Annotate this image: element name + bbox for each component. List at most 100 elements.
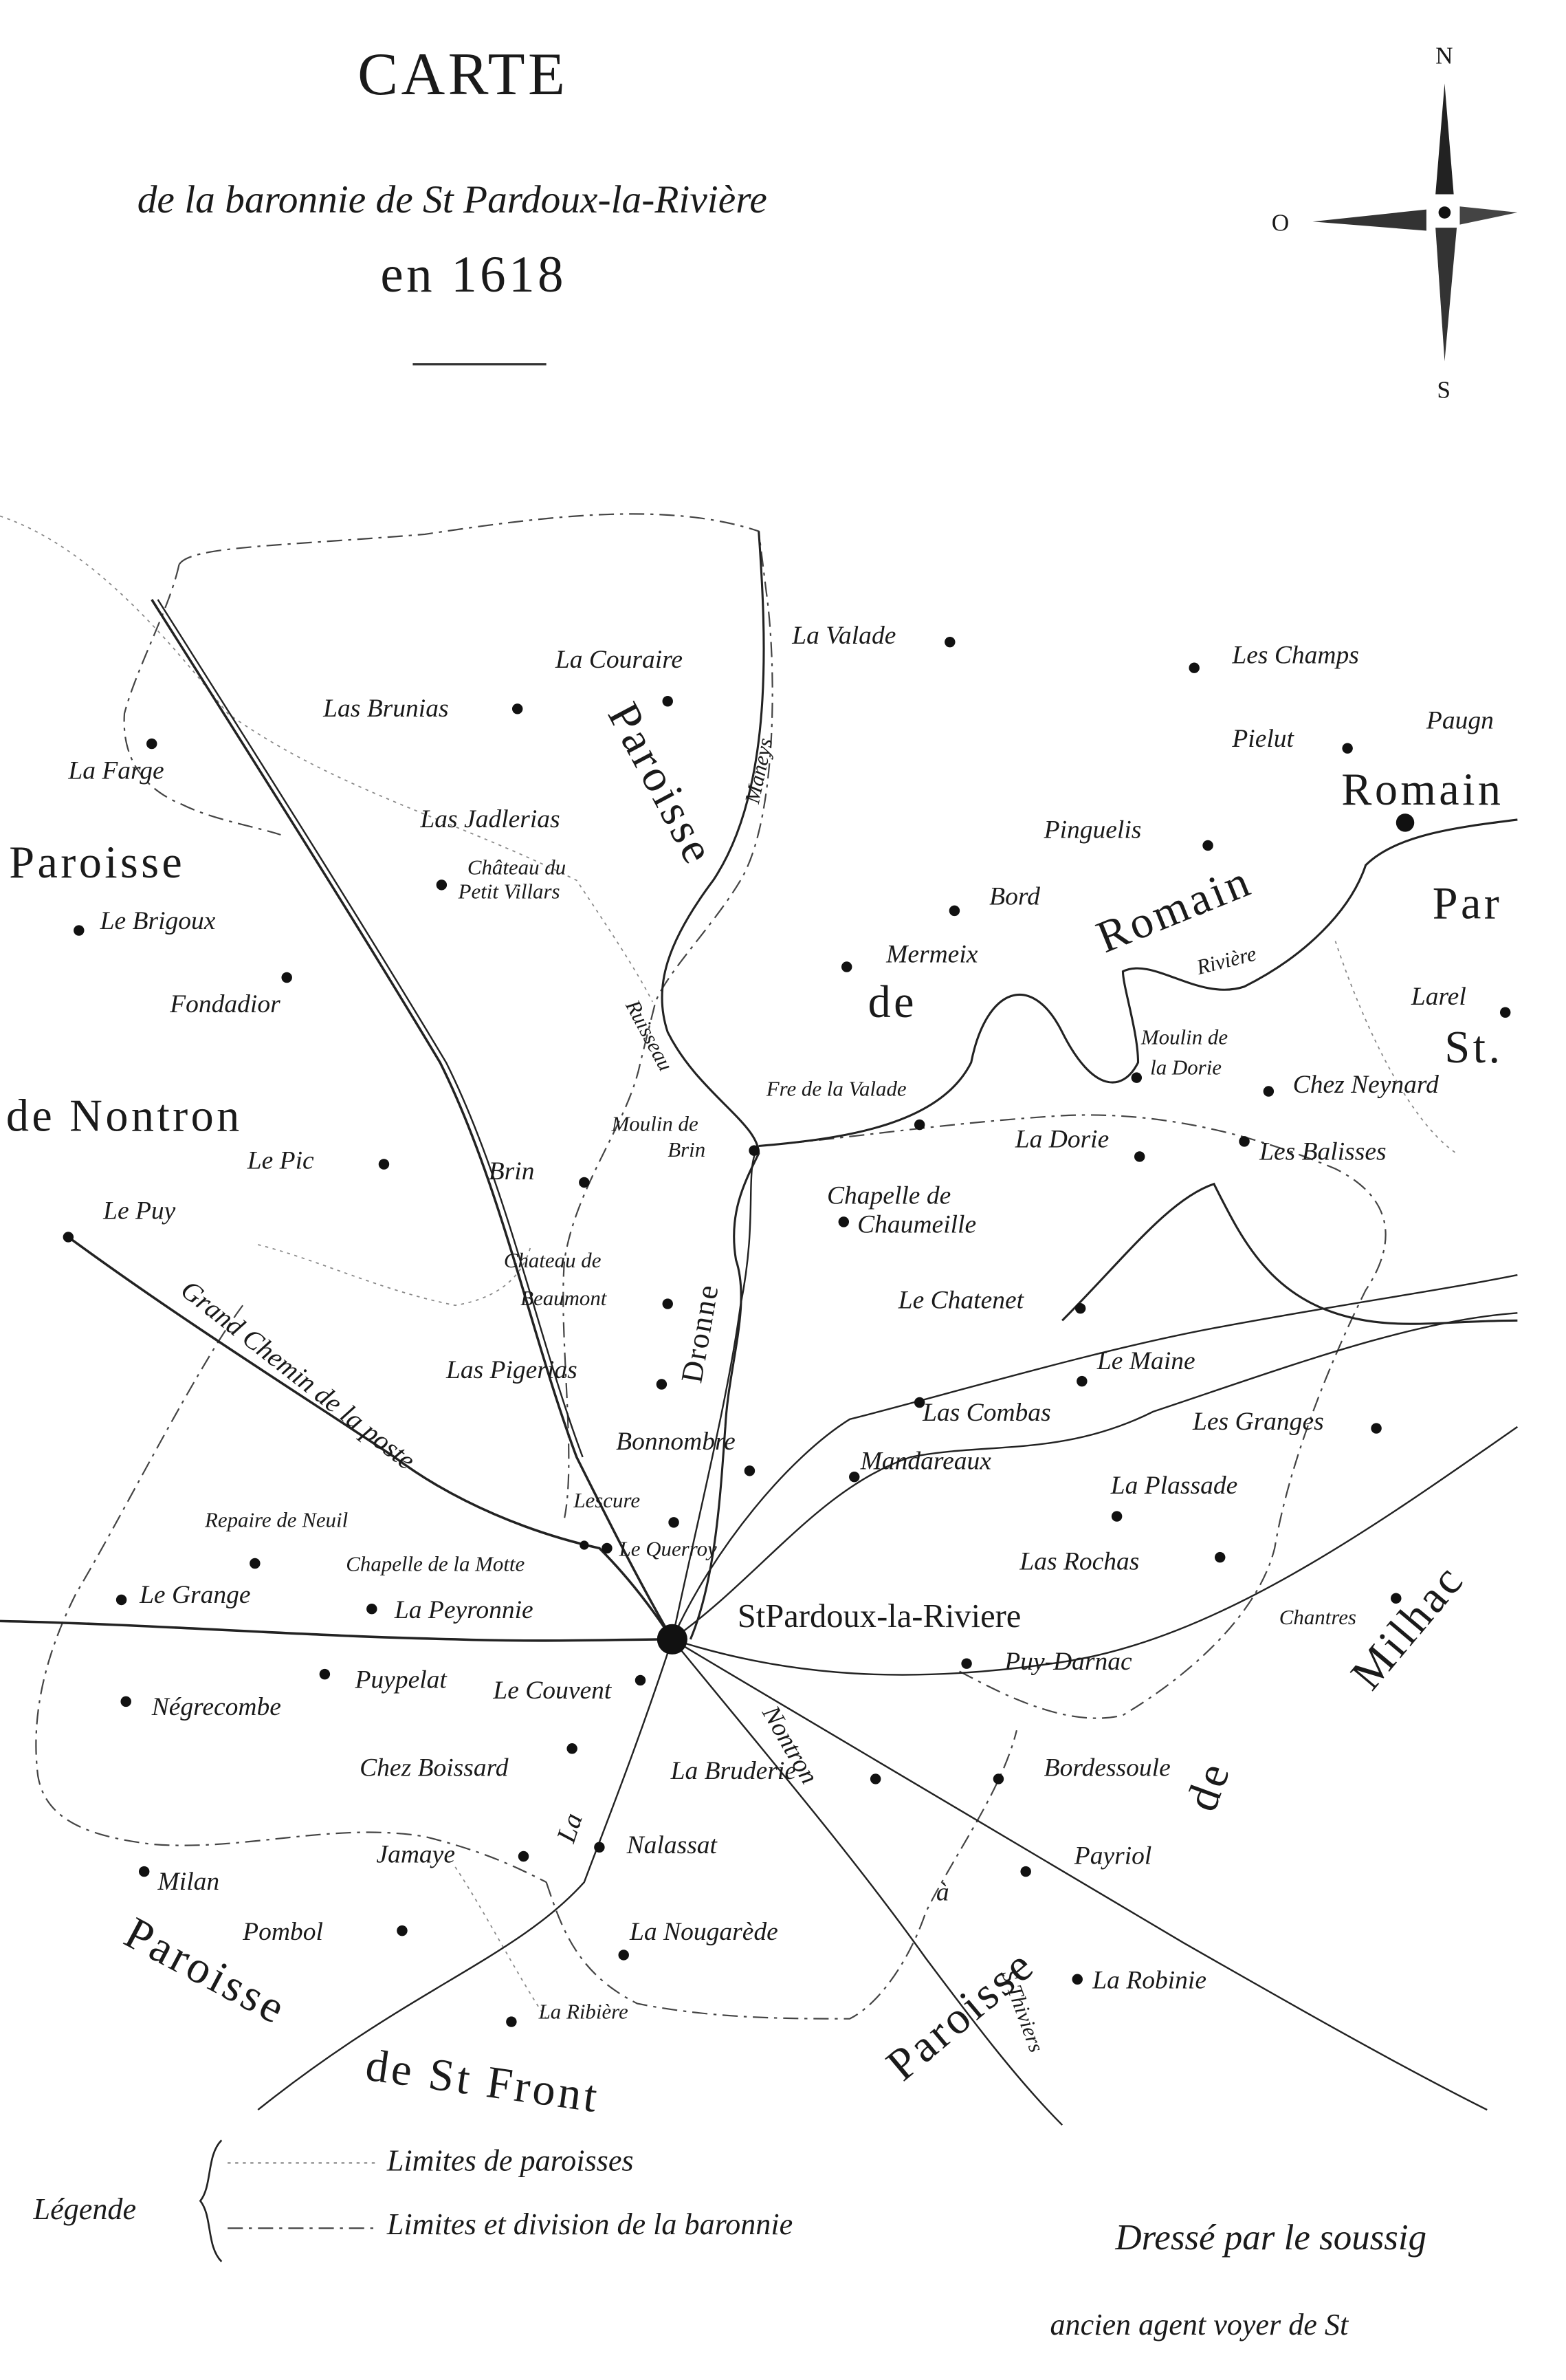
parish-romain-1: Paroisse [598, 695, 725, 873]
svg-text:Bordessoule: Bordessoule [1044, 1754, 1171, 1782]
maneys-label: Maneys [740, 736, 777, 806]
svg-text:Le Couvent: Le Couvent [492, 1677, 612, 1705]
parish-milhac-2: de [1176, 1754, 1240, 1817]
map-year: en 1618 [380, 246, 566, 303]
svg-text:Chateau de: Chateau de [504, 1248, 602, 1272]
svg-text:Brin: Brin [668, 1137, 705, 1161]
road-southwest [257, 1639, 674, 2111]
grand-chemin-poste [67, 1236, 674, 1640]
place-markers: La Valade Les Champs La Couraire Las Bru… [63, 622, 1511, 2027]
svg-text:Fondadior: Fondadior [169, 990, 280, 1018]
svg-text:Pielut: Pielut [1231, 725, 1294, 753]
svg-text:Pinguelis: Pinguelis [1044, 816, 1142, 844]
svg-text:La Peyronnie: La Peyronnie [394, 1596, 533, 1624]
river-romain [758, 818, 1518, 1148]
a-label: à [936, 1879, 949, 1907]
svg-text:Moulin de: Moulin de [611, 1111, 698, 1135]
svg-text:Le Querroy: Le Querroy [619, 1536, 717, 1560]
svg-text:Pombol: Pombol [242, 1918, 323, 1946]
map-title: CARTE [357, 41, 568, 108]
svg-text:La Dorie: La Dorie [1015, 1126, 1110, 1154]
svg-text:Le Pic: Le Pic [247, 1147, 314, 1175]
grand-chemin-label: Grand Chemin de la poste [175, 1274, 421, 1476]
legend-item-baronnie: Limites et division de la baronnie [386, 2207, 793, 2241]
road-southeast [672, 1638, 1488, 2111]
svg-text:Paugn: Paugn [1426, 706, 1494, 734]
legend-title: Légende [33, 2192, 136, 2226]
svg-text:La Couraire: La Couraire [555, 646, 683, 674]
svg-text:Las Pigerias: Las Pigerias [445, 1356, 577, 1384]
svg-text:Château du: Château du [467, 855, 566, 879]
svg-text:La Robinie: La Robinie [1092, 1967, 1206, 1995]
svg-text:Le Puy: Le Puy [102, 1197, 176, 1225]
parish-milhac-1: Milhac [1341, 1554, 1474, 1699]
legend: Légende Limites de paroisses Limites et … [33, 2139, 793, 2262]
dronne-label: Dronne [674, 1281, 725, 1386]
svg-text:Brin: Brin [489, 1157, 535, 1186]
svg-text:Las Rochas: Las Rochas [1019, 1547, 1139, 1575]
svg-text:Puypelat: Puypelat [355, 1666, 448, 1694]
road-nontron-north [151, 598, 674, 1640]
svg-text:Las Brunias: Las Brunias [322, 695, 448, 723]
svg-text:Le Chatenet: Le Chatenet [898, 1287, 1025, 1315]
compass-rose-icon: N S O [1272, 43, 1518, 403]
parish-limit [454, 1866, 547, 2020]
road-east-lower [672, 1426, 1519, 1676]
svg-text:Moulin de: Moulin de [1140, 1025, 1228, 1049]
svg-text:Fre de la Valade: Fre de la Valade [766, 1077, 907, 1101]
svg-text:Lescure: Lescure [573, 1488, 640, 1512]
legend-item-parish: Limites de paroisses [386, 2143, 634, 2177]
parish-limit [0, 515, 653, 1003]
compass-south: S [1437, 376, 1451, 403]
baronnie-limit [545, 1730, 1018, 2020]
svg-text:La Bruderie: La Bruderie [670, 1757, 796, 1785]
svg-text:Petit Villars: Petit Villars [458, 880, 560, 904]
parish-romain-2: de [868, 977, 917, 1027]
svg-text:Les Balisses: Les Balisses [1259, 1137, 1386, 1166]
svg-text:Nalassat: Nalassat [626, 1831, 718, 1859]
parish-limit [258, 1244, 532, 1307]
river-dronne [661, 531, 765, 1640]
riviere-label: Rivière [1193, 941, 1259, 980]
svg-text:Mandareaux: Mandareaux [860, 1448, 992, 1476]
svg-text:Bonnombre: Bonnombre [616, 1428, 736, 1456]
svg-text:La Valade: La Valade [791, 622, 896, 650]
town-marker [657, 1624, 687, 1655]
road-nontron-north-2 [157, 599, 584, 1458]
svg-text:La Ribière: La Ribière [538, 2000, 628, 2024]
parish-st-romain-1: Romain [1341, 765, 1503, 815]
svg-text:Les Champs: Les Champs [1231, 642, 1358, 670]
svg-text:Chapelle de la Motte: Chapelle de la Motte [346, 1552, 525, 1576]
svg-text:Jamaye: Jamaye [376, 1840, 455, 1868]
svg-text:Bord: Bord [989, 883, 1040, 911]
road-east-upper [671, 1274, 1518, 1640]
road-west [0, 1619, 672, 1642]
svg-text:Chantres: Chantres [1279, 1605, 1356, 1629]
parish-st-romain-2: Par [1433, 878, 1503, 928]
compass-north: N [1435, 43, 1453, 69]
svg-text:Le Grange: Le Grange [139, 1581, 251, 1609]
road-north-east [671, 1145, 760, 1640]
svg-text:La Farge: La Farge [67, 756, 164, 785]
compass-west: O [1272, 210, 1290, 237]
svg-text:Négrecombe: Négrecombe [151, 1693, 281, 1721]
svg-text:Chez Boissard: Chez Boissard [360, 1754, 509, 1782]
baronnie-limit [123, 564, 281, 836]
svg-text:Las Combas: Las Combas [922, 1399, 1051, 1427]
parish-nontron-1: Paroisse [9, 838, 185, 888]
baronnie-limit [35, 1304, 547, 1884]
romain-marker [1396, 814, 1415, 832]
river-east [1061, 1182, 1518, 1325]
svg-text:Chez Neynard: Chez Neynard [1293, 1071, 1439, 1099]
svg-text:Repaire de Neuil: Repaire de Neuil [204, 1508, 348, 1532]
svg-text:Mermeix: Mermeix [885, 940, 978, 968]
svg-text:Les Granges: Les Granges [1192, 1408, 1324, 1436]
svg-text:Le Brigoux: Le Brigoux [100, 907, 216, 935]
la-label: La [551, 1809, 588, 1846]
svg-text:La Nougarède: La Nougarède [629, 1918, 778, 1946]
signature-line-2: ancien agent voyer de St [1050, 2308, 1349, 2341]
road-east-mid [672, 1312, 1518, 1640]
svg-text:Le Maine: Le Maine [1096, 1347, 1195, 1375]
baronnie-limit [758, 1114, 1387, 1719]
